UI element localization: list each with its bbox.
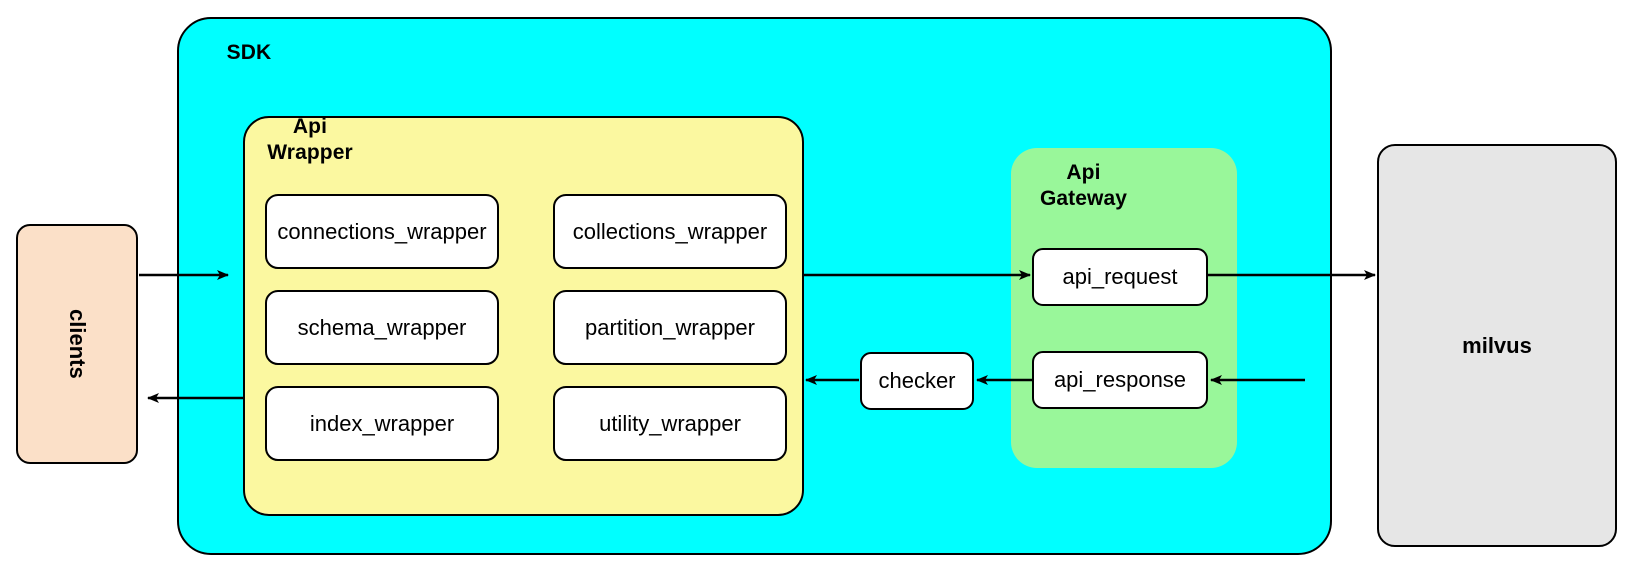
container-sdk-label: SDK bbox=[226, 41, 272, 64]
node-partition-wrapper-label: partition_wrapper bbox=[585, 314, 755, 340]
node-collections-wrapper[interactable]: collections_wrapper bbox=[553, 194, 787, 269]
node-milvus-label: milvus bbox=[1462, 332, 1532, 358]
node-connections-wrapper-label: connections_wrapper bbox=[277, 218, 487, 244]
node-utility-wrapper[interactable]: utility_wrapper bbox=[553, 386, 787, 461]
node-schema-wrapper[interactable]: schema_wrapper bbox=[265, 290, 499, 365]
container-api-gateway-label: Api Gateway bbox=[1039, 161, 1128, 211]
node-collections-wrapper-label: collections_wrapper bbox=[572, 218, 768, 244]
container-api-wrapper-label: Api Wrapper bbox=[267, 115, 353, 165]
node-api-response-label: api_response bbox=[1053, 367, 1187, 392]
node-index-wrapper-label: index_wrapper bbox=[309, 410, 455, 436]
node-milvus[interactable]: milvus bbox=[1377, 144, 1617, 547]
node-connections-wrapper[interactable]: connections_wrapper bbox=[265, 194, 499, 269]
node-clients[interactable]: clients bbox=[16, 224, 138, 464]
node-clients-label: clients bbox=[65, 309, 90, 379]
container-api-gateway[interactable] bbox=[1011, 148, 1237, 468]
node-index-wrapper[interactable]: index_wrapper bbox=[265, 386, 499, 461]
node-api-request-label: api_request bbox=[1062, 264, 1178, 289]
node-utility-wrapper-label: utility_wrapper bbox=[599, 410, 741, 436]
node-checker[interactable]: checker bbox=[860, 352, 974, 410]
node-api-request[interactable]: api_request bbox=[1032, 248, 1208, 306]
node-schema-wrapper-label: schema_wrapper bbox=[297, 314, 467, 340]
node-checker-label: checker bbox=[878, 368, 956, 393]
node-partition-wrapper[interactable]: partition_wrapper bbox=[553, 290, 787, 365]
node-api-response[interactable]: api_response bbox=[1032, 351, 1208, 409]
